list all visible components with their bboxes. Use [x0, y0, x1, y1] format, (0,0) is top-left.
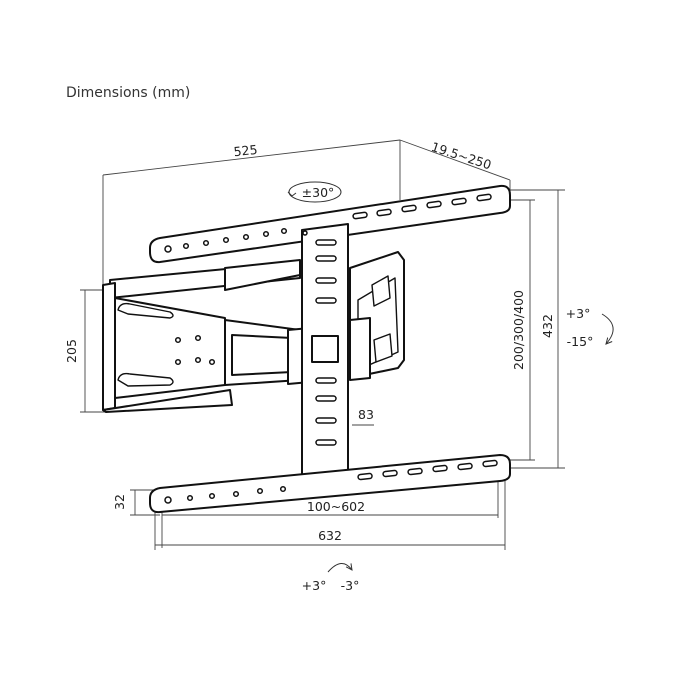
center-plate: [301, 223, 349, 479]
dim-vesa-horizontal: 100~602: [307, 499, 365, 514]
dim-vesa-vertical: 200/300/400: [511, 290, 526, 370]
dim-rotate-right: -3°: [341, 578, 360, 593]
swing-arms: [224, 251, 405, 386]
dim-tilt-down: -15°: [567, 334, 594, 349]
diagram-title: Dimensions (mm): [66, 85, 191, 101]
dim-tilt-up: +3°: [566, 306, 591, 321]
dim-bracket-height: 205: [64, 339, 79, 363]
dim-top-width: 525: [233, 142, 258, 159]
dimension-lines: [80, 139, 565, 550]
dim-overall-width: 632: [318, 528, 342, 543]
dim-center-plate: 83: [358, 407, 374, 422]
wall-plate: [102, 261, 301, 413]
rotation-arrow-icon: [327, 563, 352, 573]
dim-rotate-left: +3°: [302, 578, 327, 593]
dim-swivel: ±30°: [302, 185, 335, 200]
swivel-arrow-icon: [287, 181, 342, 203]
dim-depth: 19.5~250: [430, 139, 494, 172]
dim-overall-height: 432: [540, 314, 555, 338]
tilt-arrow-icon: [601, 313, 614, 344]
bottom-rail: [149, 454, 511, 514]
top-rail: [149, 184, 511, 264]
dim-rail-height: 32: [112, 494, 127, 510]
